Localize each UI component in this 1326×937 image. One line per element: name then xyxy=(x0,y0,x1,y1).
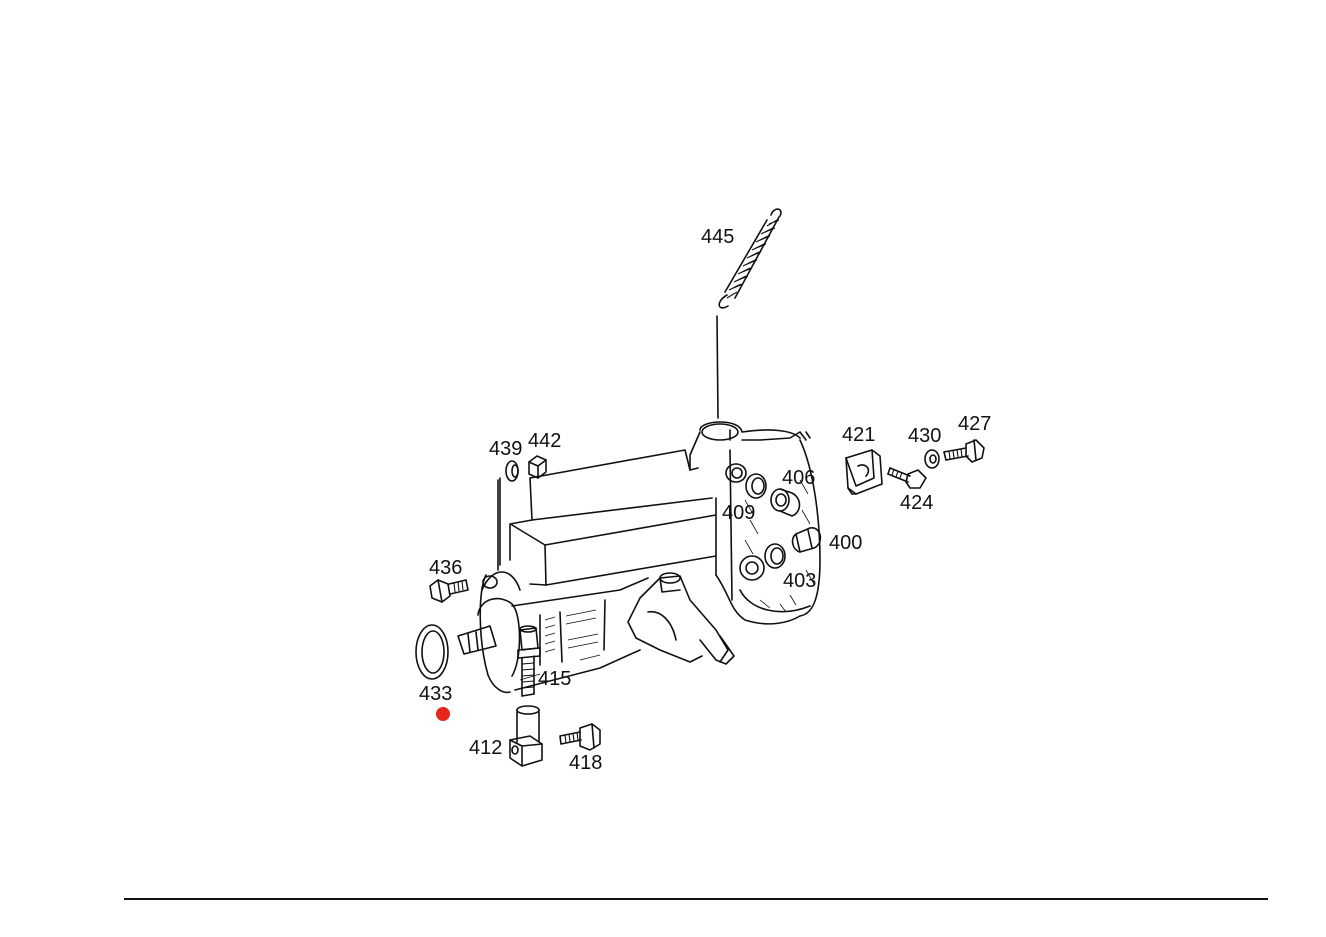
spring-445[interactable] xyxy=(718,208,782,309)
label-442: 442 xyxy=(528,430,561,452)
screw-418[interactable] xyxy=(559,723,601,751)
footer-divider xyxy=(124,898,1268,900)
spring-leader-line xyxy=(716,315,719,419)
banjo-bolt-415[interactable] xyxy=(517,625,541,697)
label-400: 400 xyxy=(829,532,862,554)
screw-plug-400[interactable] xyxy=(791,527,822,553)
label-418: 418 xyxy=(569,752,602,774)
label-439: 439 xyxy=(489,438,522,460)
bolt-424[interactable] xyxy=(887,467,927,489)
o-ring-433[interactable] xyxy=(415,624,449,680)
washer-430[interactable] xyxy=(924,449,940,469)
label-412: 412 xyxy=(469,737,502,759)
label-406: 406 xyxy=(782,467,815,489)
label-427: 427 xyxy=(958,413,991,435)
label-415: 415 xyxy=(538,668,571,690)
washer-439[interactable] xyxy=(505,460,519,482)
seal-ring-403[interactable] xyxy=(764,543,786,569)
label-424: 424 xyxy=(900,492,933,514)
bolt-436[interactable] xyxy=(429,579,469,603)
nut-442[interactable] xyxy=(528,455,547,479)
selected-part-marker[interactable] xyxy=(436,707,450,721)
plug-406[interactable] xyxy=(770,488,801,517)
fitting-412[interactable] xyxy=(509,705,543,767)
label-445: 445 xyxy=(701,226,734,248)
bracket-421[interactable] xyxy=(845,449,883,495)
label-436: 436 xyxy=(429,557,462,579)
screw-427[interactable] xyxy=(943,439,985,463)
label-421: 421 xyxy=(842,424,875,446)
label-433: 433 xyxy=(419,683,452,705)
label-403: 403 xyxy=(783,570,816,592)
label-409: 409 xyxy=(722,502,755,524)
label-430: 430 xyxy=(908,425,941,447)
injection-pump-body[interactable] xyxy=(457,421,821,694)
seal-ring-409[interactable] xyxy=(745,473,767,499)
